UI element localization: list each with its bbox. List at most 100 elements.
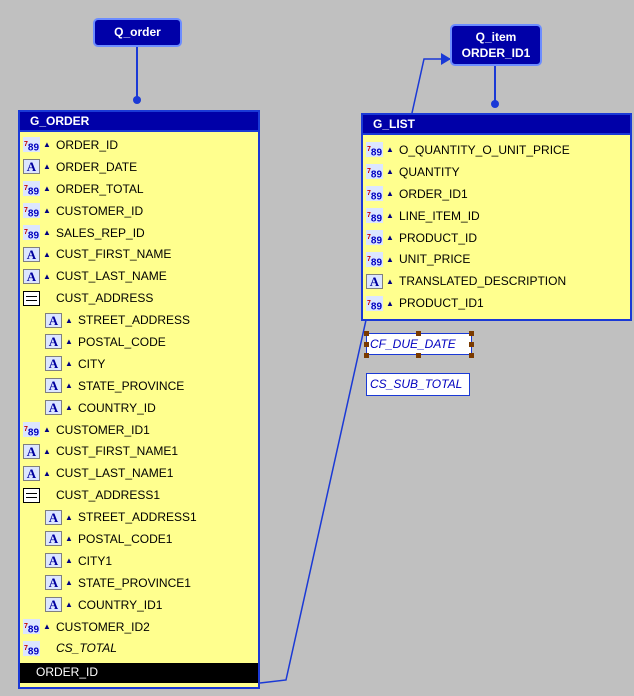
- column-row[interactable]: CUST_ADDRESS1: [20, 484, 258, 506]
- column-row[interactable]: 789▲LINE_ITEM_ID: [363, 205, 630, 227]
- query-q-item[interactable]: Q_item ORDER_ID1: [450, 24, 542, 66]
- character-datatype-icon: A: [23, 246, 40, 262]
- selection-handle[interactable]: [364, 331, 369, 336]
- column-row[interactable]: A▲STREET_ADDRESS1: [20, 506, 258, 528]
- number-datatype-icon: 789: [366, 295, 383, 312]
- column-row[interactable]: 789▲ CUSTOMER_ID1: [20, 419, 258, 441]
- column-name: CUSTOMER_ID: [56, 203, 144, 218]
- column-name: ORDER_TOTAL: [56, 181, 144, 196]
- column-row[interactable]: 789▲ORDER_ID1: [363, 183, 630, 205]
- selection-handle[interactable]: [469, 353, 474, 358]
- column-row[interactable]: A▲POSTAL_CODE1: [20, 528, 258, 550]
- arrow-up-icon: ▲: [43, 249, 51, 259]
- number-datatype-icon: 789: [366, 186, 383, 203]
- column-name: ORDER_ID1: [399, 186, 468, 201]
- column-row[interactable]: A▲STREET_ADDRESS: [20, 309, 258, 331]
- formula-cs-sub-total[interactable]: CS_SUB_TOTAL: [366, 373, 470, 396]
- column-row[interactable]: A▲CUST_LAST_NAME: [20, 265, 258, 287]
- column-row[interactable]: 789▲O_QUANTITY_O_UNIT_PRICE: [363, 139, 630, 161]
- arrow-up-icon: ▲: [65, 315, 73, 325]
- column-name: CITY: [78, 356, 106, 371]
- selection-handle[interactable]: [469, 342, 474, 347]
- column-row[interactable]: A▲COUNTRY_ID: [20, 397, 258, 419]
- arrow-up-icon: ▲: [65, 512, 73, 522]
- column-row[interactable]: A▲COUNTRY_ID1: [20, 594, 258, 616]
- character-datatype-icon: A: [45, 400, 62, 416]
- character-datatype-icon: A: [23, 465, 40, 481]
- column-name: CS_TOTAL: [56, 641, 117, 656]
- column-row[interactable]: 789▲PRODUCT_ID1: [363, 292, 630, 314]
- column-name: POSTAL_CODE: [78, 334, 166, 349]
- number-datatype-icon: 789: [23, 137, 40, 154]
- column-row[interactable]: A▲POSTAL_CODE: [20, 331, 258, 353]
- column-name: QUANTITY: [399, 164, 460, 179]
- arrow-up-icon: ▲: [43, 162, 51, 172]
- column-row[interactable]: 789▲ORDER_TOTAL: [20, 178, 258, 200]
- character-datatype-icon: A: [45, 509, 62, 525]
- column-row[interactable]: 789▲CUSTOMER_ID2: [20, 616, 258, 638]
- column-row[interactable]: 789▲PRODUCT_ID: [363, 227, 630, 249]
- column-row[interactable]: A▲STATE_PROVINCE1: [20, 572, 258, 594]
- column-row[interactable]: A▲CUST_FIRST_NAME1: [20, 440, 258, 462]
- column-row[interactable]: A▲CITY1: [20, 550, 258, 572]
- column-name: CITY1: [78, 553, 113, 568]
- character-datatype-icon: A: [23, 443, 40, 459]
- selection-handle[interactable]: [364, 342, 369, 347]
- selection-handle[interactable]: [416, 331, 421, 336]
- group-icon: [23, 487, 40, 503]
- arrow-up-icon: ▲: [65, 578, 73, 588]
- column-row[interactable]: A▲TRANSLATED_DESCRIPTION: [363, 270, 630, 292]
- selected-column-order-id[interactable]: ORDER_ID: [20, 663, 258, 683]
- query-name: Q_order: [114, 25, 161, 39]
- column-name: COUNTRY_ID1: [78, 597, 163, 612]
- arrow-up-icon: ▲: [43, 622, 51, 632]
- query-link-dot-order: [133, 96, 141, 104]
- column-name: TRANSLATED_DESCRIPTION: [399, 274, 567, 289]
- arrow-up-icon: ▲: [386, 233, 394, 242]
- arrow-up-icon: ▲: [386, 254, 394, 264]
- number-datatype-icon: 789: [23, 422, 40, 438]
- column-row[interactable]: 789▲UNIT_PRICE: [363, 248, 630, 270]
- column-row[interactable]: 789▲CUSTOMER_ID: [20, 200, 258, 222]
- column-row[interactable]: A▲CUST_LAST_NAME1: [20, 462, 258, 484]
- arrow-up-icon: ▲: [386, 167, 394, 177]
- column-name: CUST_LAST_NAME: [56, 269, 167, 284]
- column-row[interactable]: 789▲ORDER_ID: [20, 134, 258, 156]
- column-row[interactable]: A▲STATE_PROVINCE: [20, 375, 258, 397]
- arrow-up-icon: ▲: [43, 446, 51, 456]
- column-name: CUST_LAST_NAME1: [56, 466, 174, 481]
- group-title[interactable]: G_LIST: [363, 115, 630, 135]
- arrow-up-icon: ▲: [65, 359, 73, 369]
- arrow-up-icon: ▲: [386, 298, 394, 308]
- column-row[interactable]: A▲CUST_FIRST_NAME: [20, 243, 258, 265]
- selection-handle[interactable]: [469, 331, 474, 336]
- query-q-order[interactable]: Q_order: [93, 18, 182, 47]
- group-title[interactable]: G_ORDER: [20, 112, 258, 132]
- column-name: CUST_ADDRESS1: [56, 488, 161, 503]
- character-datatype-icon: A: [45, 334, 62, 350]
- column-row[interactable]: A▲ORDER_DATE: [20, 156, 258, 178]
- selection-handle[interactable]: [416, 353, 421, 358]
- number-datatype-icon: 789: [366, 142, 383, 159]
- character-datatype-icon: A: [366, 273, 383, 289]
- column-row[interactable]: A▲CITY: [20, 353, 258, 375]
- selection-handle[interactable]: [364, 353, 369, 358]
- arrow-up-icon: ▲: [43, 425, 51, 435]
- number-datatype-icon: 789: [23, 181, 40, 198]
- arrow-up-icon: ▲: [386, 211, 394, 221]
- column-row[interactable]: 789▲SALES_REP_ID: [20, 222, 258, 244]
- column-name: PRODUCT_ID: [399, 230, 478, 245]
- column-name: CUSTOMER_ID1: [56, 422, 150, 437]
- number-datatype-icon: 789: [366, 208, 383, 224]
- column-name: STREET_ADDRESS: [78, 313, 191, 328]
- column-name: ORDER_DATE: [56, 159, 138, 174]
- formula-cf-due-date[interactable]: CF_DUE_DATE: [366, 333, 472, 355]
- column-row[interactable]: CUST_ADDRESS: [20, 287, 258, 309]
- arrow-up-icon: ▲: [43, 271, 51, 281]
- column-row[interactable]: 789▲QUANTITY: [363, 161, 630, 183]
